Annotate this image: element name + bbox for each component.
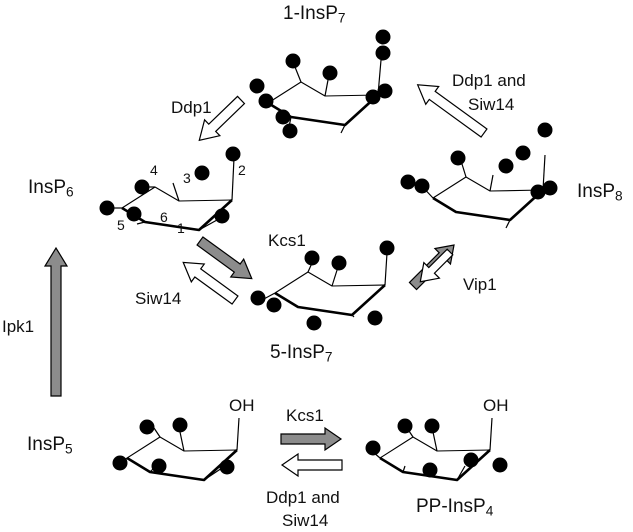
phosphate-dot bbox=[498, 158, 514, 174]
enzyme-ddp1-siw14-bottom-line1: Ddp1 and bbox=[266, 488, 340, 507]
ring-number-1: 1 bbox=[177, 220, 185, 236]
phosphate-dot bbox=[194, 165, 210, 181]
phosphate-dot bbox=[422, 462, 438, 478]
enzyme-ddp1-siw14-top-line1: Ddp1 and bbox=[452, 71, 526, 90]
enzyme-ddp1-siw14-top-line2: Siw14 bbox=[468, 95, 515, 114]
label-5-insp7: 5-InsP7 bbox=[270, 342, 333, 365]
ring-number-3: 3 bbox=[183, 170, 191, 186]
phosphate-dot bbox=[331, 255, 347, 271]
phosphate-dot bbox=[375, 45, 391, 61]
enzyme-ddp1-siw14-bottom-line2: Siw14 bbox=[282, 511, 329, 530]
enzyme-vip1: Vip1 bbox=[463, 275, 497, 294]
phosphate-dot bbox=[249, 78, 265, 94]
label-pp-insp4-sub: 4 bbox=[485, 503, 494, 519]
label-insp8-name: InsP bbox=[577, 181, 616, 202]
label-pp-insp4-name: PP-InsP bbox=[416, 496, 486, 517]
arrow-ddp1-siw14-top bbox=[416, 84, 488, 138]
molecule-pp-insp4 bbox=[365, 417, 508, 482]
phosphate-dot bbox=[275, 109, 291, 125]
phosphate-dot bbox=[139, 419, 155, 435]
ring-number-5: 5 bbox=[117, 217, 125, 233]
phosphate-dot bbox=[463, 452, 479, 468]
arrow-ddp1 bbox=[198, 95, 246, 142]
enzyme-ddp1: Ddp1 bbox=[171, 98, 212, 117]
phosphate-dot bbox=[322, 65, 338, 81]
phosphate-dot bbox=[112, 455, 128, 471]
arrow-kcs1 bbox=[196, 236, 253, 280]
arrow-siw14 bbox=[182, 261, 239, 305]
phosphate-dot bbox=[151, 458, 167, 474]
phosphate-dot bbox=[424, 418, 440, 434]
enzyme-siw14: Siw14 bbox=[135, 289, 182, 308]
phosphate-dot bbox=[365, 89, 381, 105]
phosphate-dot bbox=[537, 122, 553, 138]
enzyme-ipk1: Ipk1 bbox=[2, 317, 35, 336]
label-1-insp7-name: 1-InsP bbox=[283, 3, 338, 24]
phosphate-dot bbox=[400, 174, 416, 190]
label-insp5-name: InsP bbox=[27, 434, 66, 455]
phosphate-dot bbox=[285, 53, 301, 69]
phosphate-dot bbox=[367, 310, 383, 326]
phosphate-dot bbox=[282, 123, 298, 139]
phosphate-dot bbox=[134, 179, 150, 195]
label-1-insp7: 1-InsP7 bbox=[283, 3, 346, 26]
label-insp5: InsP5 bbox=[27, 434, 73, 457]
label-insp8: InsP8 bbox=[577, 181, 623, 204]
label-insp6-sub: 6 bbox=[66, 184, 74, 200]
label-5-insp7-name: 5-InsP bbox=[270, 342, 325, 363]
ring-number-2: 2 bbox=[238, 162, 246, 178]
arrow-ipk1 bbox=[43, 246, 69, 397]
hydroxyl-label-pp-insp4: OH bbox=[483, 396, 509, 415]
phosphate-dot bbox=[515, 145, 531, 161]
phosphate-dot bbox=[414, 178, 430, 194]
molecule-insp5 bbox=[112, 417, 240, 482]
phosphate-dot bbox=[375, 29, 391, 45]
label-insp6: InsP6 bbox=[28, 177, 74, 200]
enzyme-kcs1-bottom: Kcs1 bbox=[286, 406, 324, 425]
phosphate-dot bbox=[377, 83, 393, 99]
phosphate-dot bbox=[266, 297, 282, 313]
phosphate-dot bbox=[542, 180, 558, 196]
enzyme-kcs1: Kcs1 bbox=[268, 231, 306, 250]
phosphate-dot bbox=[365, 440, 381, 456]
label-5-insp7-sub: 7 bbox=[324, 349, 333, 365]
label-pp-insp4: PP-InsP4 bbox=[416, 496, 494, 519]
label-1-insp7-sub: 7 bbox=[337, 10, 346, 26]
phosphate-dot bbox=[450, 150, 466, 166]
phosphate-dot bbox=[492, 457, 508, 473]
label-insp6-name: InsP bbox=[28, 177, 67, 198]
phosphate-dot bbox=[397, 418, 413, 434]
phosphate-dot bbox=[99, 200, 115, 216]
arrow-vip1-reverse bbox=[419, 248, 454, 283]
phosphate-dot bbox=[379, 240, 395, 256]
phosphate-dot bbox=[306, 315, 322, 331]
molecule-5-insp7 bbox=[250, 240, 395, 331]
ring-number-6: 6 bbox=[160, 209, 168, 225]
phosphate-dot bbox=[126, 206, 142, 222]
arrow-ddp1-siw14-bottom bbox=[280, 452, 343, 478]
label-insp5-sub: 5 bbox=[65, 441, 73, 457]
phosphate-dot bbox=[172, 417, 188, 433]
hydroxyl-label-insp5: OH bbox=[229, 396, 255, 415]
phosphate-dot bbox=[250, 290, 266, 306]
phosphate-dot bbox=[225, 146, 241, 162]
ring-number-4: 4 bbox=[150, 162, 158, 178]
arrow-kcs1-bottom bbox=[280, 426, 343, 452]
phosphate-dot bbox=[219, 459, 235, 475]
phosphate-dot bbox=[258, 93, 274, 109]
phosphate-dot bbox=[304, 250, 320, 266]
molecule-1-insp7 bbox=[249, 29, 393, 139]
molecule-insp8 bbox=[400, 122, 558, 229]
molecule-insp6 bbox=[99, 146, 241, 232]
label-insp8-sub: 8 bbox=[615, 188, 623, 204]
phosphate-dot bbox=[530, 184, 546, 200]
phosphate-dot bbox=[214, 208, 230, 224]
